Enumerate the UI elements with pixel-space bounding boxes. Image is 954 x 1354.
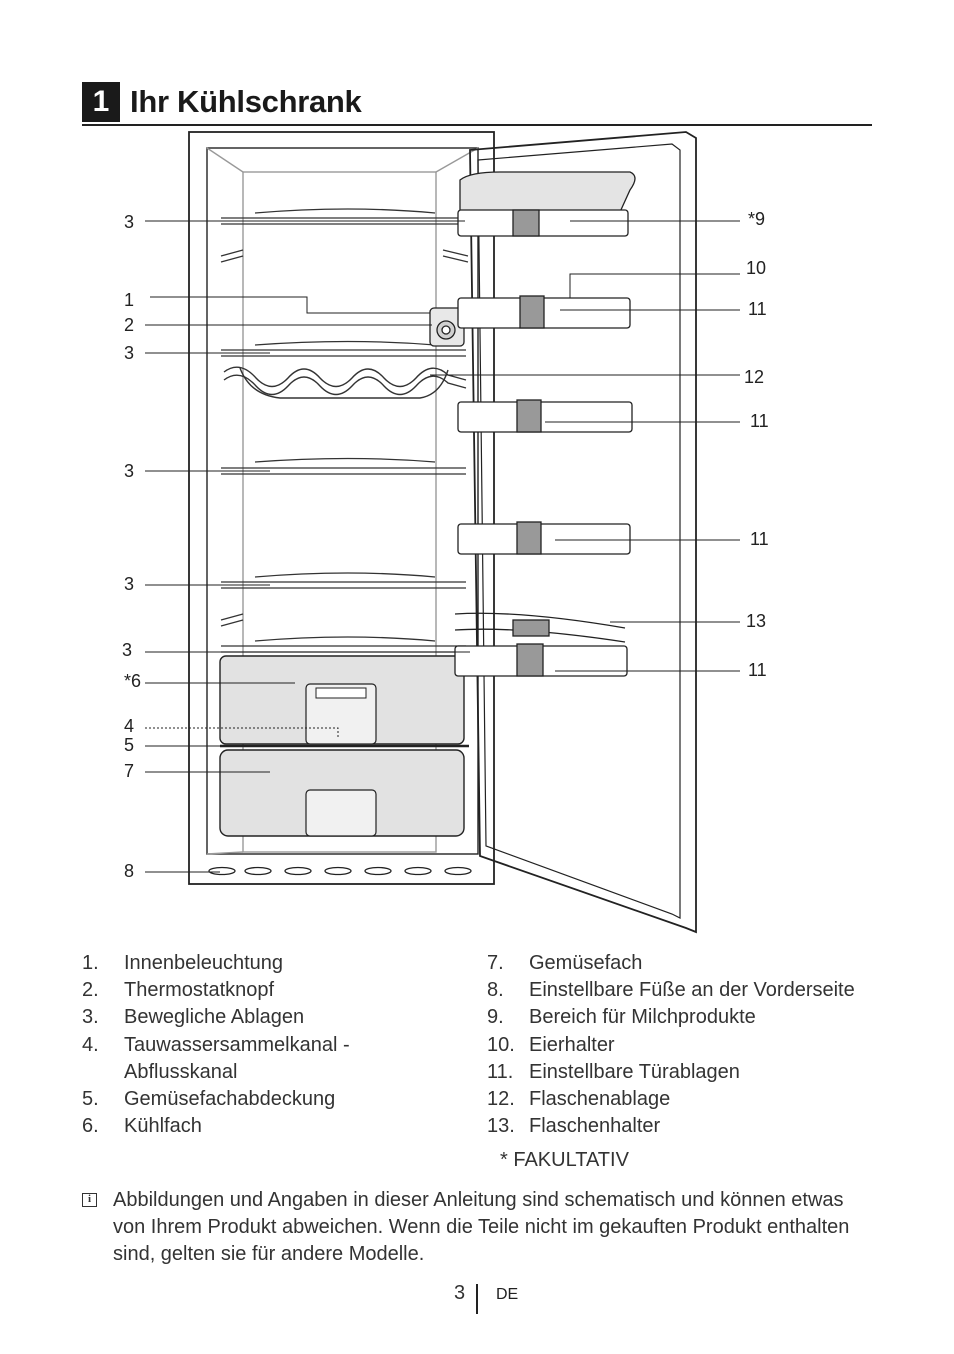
section-heading: 1 Ihr Kühlschrank	[82, 82, 872, 126]
callout-6: *6	[124, 671, 141, 691]
section-title: Ihr Kühlschrank	[130, 84, 362, 119]
legend-label: Gemüsefach	[529, 952, 643, 974]
callout-5: 5	[124, 735, 134, 755]
callout-labels: 3 1 2 3 3 3 3 *6 4 5 7 8 *9 10 11 12 11 …	[122, 209, 769, 881]
callout-3c: 3	[124, 461, 134, 481]
legend-label: Bereich für Milchprodukte	[529, 1006, 756, 1029]
shelves	[220, 208, 469, 653]
legend-number: 6.	[82, 1115, 99, 1138]
section-number: 1	[82, 82, 120, 122]
callout-3a: 3	[124, 212, 134, 232]
callout-9: *9	[748, 209, 765, 229]
callout-11c: 11	[750, 529, 769, 549]
legend-label: Kühlfach	[124, 1115, 202, 1138]
fridge-cabinet	[188, 131, 495, 885]
callout-10: 10	[746, 258, 766, 278]
legend-item: 3. Bewegliche Ablagen	[82, 1004, 402, 1031]
legend-label: Eierhalter	[529, 1033, 615, 1056]
callout-12: 12	[744, 367, 764, 387]
crisper-drawer	[219, 749, 465, 837]
page-number: 3	[454, 1282, 466, 1304]
dairy-compartment	[459, 171, 636, 213]
info-icon: i	[82, 1193, 97, 1207]
legend-label: Thermostatknopf	[124, 979, 275, 1002]
language-code: DE	[496, 1286, 519, 1303]
legend-item: 1. Innenbeleuchtung	[82, 950, 402, 977]
callout-8: 8	[124, 861, 134, 881]
legend-item: 11. Einstellbare Türablagen	[487, 1059, 887, 1086]
legend-left: 1. Innenbeleuchtung 2. Thermostatknopf 3. B…	[82, 950, 402, 1140]
legend-number: 9.	[487, 1006, 504, 1029]
legend-label: Flaschenhalter	[529, 1115, 661, 1138]
legend-item: 9. Bereich für Milchprodukte	[487, 1004, 887, 1031]
legend-item: 6. Kühlfach	[82, 1113, 402, 1140]
fridge-diagram: 3 1 2 3 3 3 3 *6 4 5 7 8 *9 10 11 12 11 …	[122, 131, 769, 934]
legend-right: 7. Gemüsefach 8. Einstellbare Füße an der …	[487, 950, 887, 1140]
legend-label: Flaschenablage	[529, 1088, 671, 1111]
legend-number: 13.	[487, 1115, 515, 1138]
callout-11b: 11	[750, 411, 769, 431]
legend-number: 2.	[82, 979, 99, 1002]
legend-number: 1.	[82, 952, 99, 974]
legend-label: Bewegliche Ablagen	[124, 1006, 305, 1029]
legend-item: 4. Tauwassersammelkanal - Abflusskanal	[82, 1032, 402, 1086]
callout-4: 4	[124, 716, 134, 736]
legend-item: 8. Einstellbare Füße an der Vorderseite	[487, 977, 887, 1004]
legend-item: 10. Eierhalter	[487, 1032, 887, 1059]
callout-3d: 3	[124, 574, 134, 594]
legend-number: 4.	[82, 1033, 99, 1056]
thermostat	[429, 307, 465, 347]
legend-number: 12.	[487, 1088, 515, 1111]
legend-number: 10.	[487, 1033, 515, 1056]
legend-label: Gemüsefachabdeckung	[124, 1088, 336, 1111]
legend-label: Einstellbare Füße an der Vorderseite	[529, 979, 855, 1002]
callout-13: 13	[746, 611, 766, 631]
legend-number: 8.	[487, 979, 504, 1002]
legend-number: 5.	[82, 1088, 99, 1111]
legend-number: 7.	[487, 952, 504, 974]
footer-divider	[476, 1284, 478, 1314]
info-note-text: Abbildungen und Angaben in dieser Anleit…	[113, 1189, 850, 1265]
legend-item: 12. Flaschenablage	[487, 1086, 887, 1113]
legend-item: 13. Flaschenhalter	[487, 1113, 887, 1140]
optional-note: * FAKULTATIV	[500, 1149, 629, 1171]
legend-item: 5. Gemüsefachabdeckung	[82, 1086, 402, 1113]
legend-number: 11.	[487, 1060, 514, 1083]
callout-7: 7	[124, 761, 134, 781]
callout-1: 1	[124, 290, 134, 310]
door-bins	[454, 209, 633, 677]
legend-label: Tauwassersammelkanal - Abflusskanal	[124, 1033, 350, 1083]
legend-label: Einstellbare Türablagen	[529, 1060, 740, 1083]
callout-3e: 3	[122, 640, 132, 660]
legend-item: 7. Gemüsefach	[487, 950, 887, 977]
callout-11a: 11	[748, 299, 767, 319]
legend-item: 2. Thermostatknopf	[82, 977, 402, 1004]
chiller-compartment	[219, 655, 465, 745]
leader-lines	[145, 220, 740, 873]
fridge-door	[469, 131, 697, 934]
page-footer: 3 DE	[0, 1280, 954, 1314]
legend-label: Innenbeleuchtung	[124, 952, 284, 974]
callout-3b: 3	[124, 343, 134, 363]
legend-number: 3.	[82, 1006, 99, 1029]
feet	[208, 866, 472, 876]
callout-2: 2	[124, 315, 134, 335]
bottle-rack	[223, 366, 467, 399]
info-note: i Abbildungen und Angaben in dieser Anle…	[82, 1187, 872, 1268]
callout-11d: 11	[748, 660, 767, 680]
